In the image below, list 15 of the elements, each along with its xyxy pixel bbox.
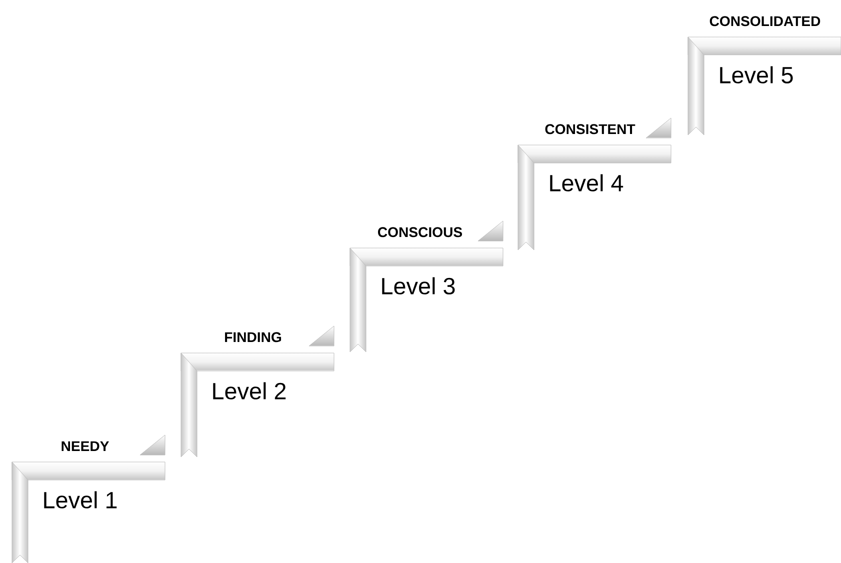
node-label: Level 3 — [382, 277, 455, 294]
node-label: NEEDY — [62, 441, 109, 451]
stair-step: FINDING Level 2 — [180, 326, 334, 458]
node-label: Level 1 — [44, 491, 117, 508]
node-label: CONSISTENT — [545, 124, 636, 134]
stair-step: CONSOLIDATED Level 5 — [688, 16, 841, 136]
node-label: CONSCIOUS — [378, 227, 462, 238]
node-label: Level 4 — [550, 174, 624, 192]
node-label: CONSOLIDATED — [710, 16, 820, 26]
stair-step: CONSCIOUS Level 3 — [350, 220, 504, 353]
node-label: FINDING — [225, 332, 282, 342]
stair-step: CONSISTENT Level 4 — [518, 118, 672, 251]
stair-step: NEEDY Level 1 — [12, 434, 166, 563]
node-label: Level 2 — [213, 382, 286, 400]
node-label: Level 5 — [720, 66, 793, 84]
